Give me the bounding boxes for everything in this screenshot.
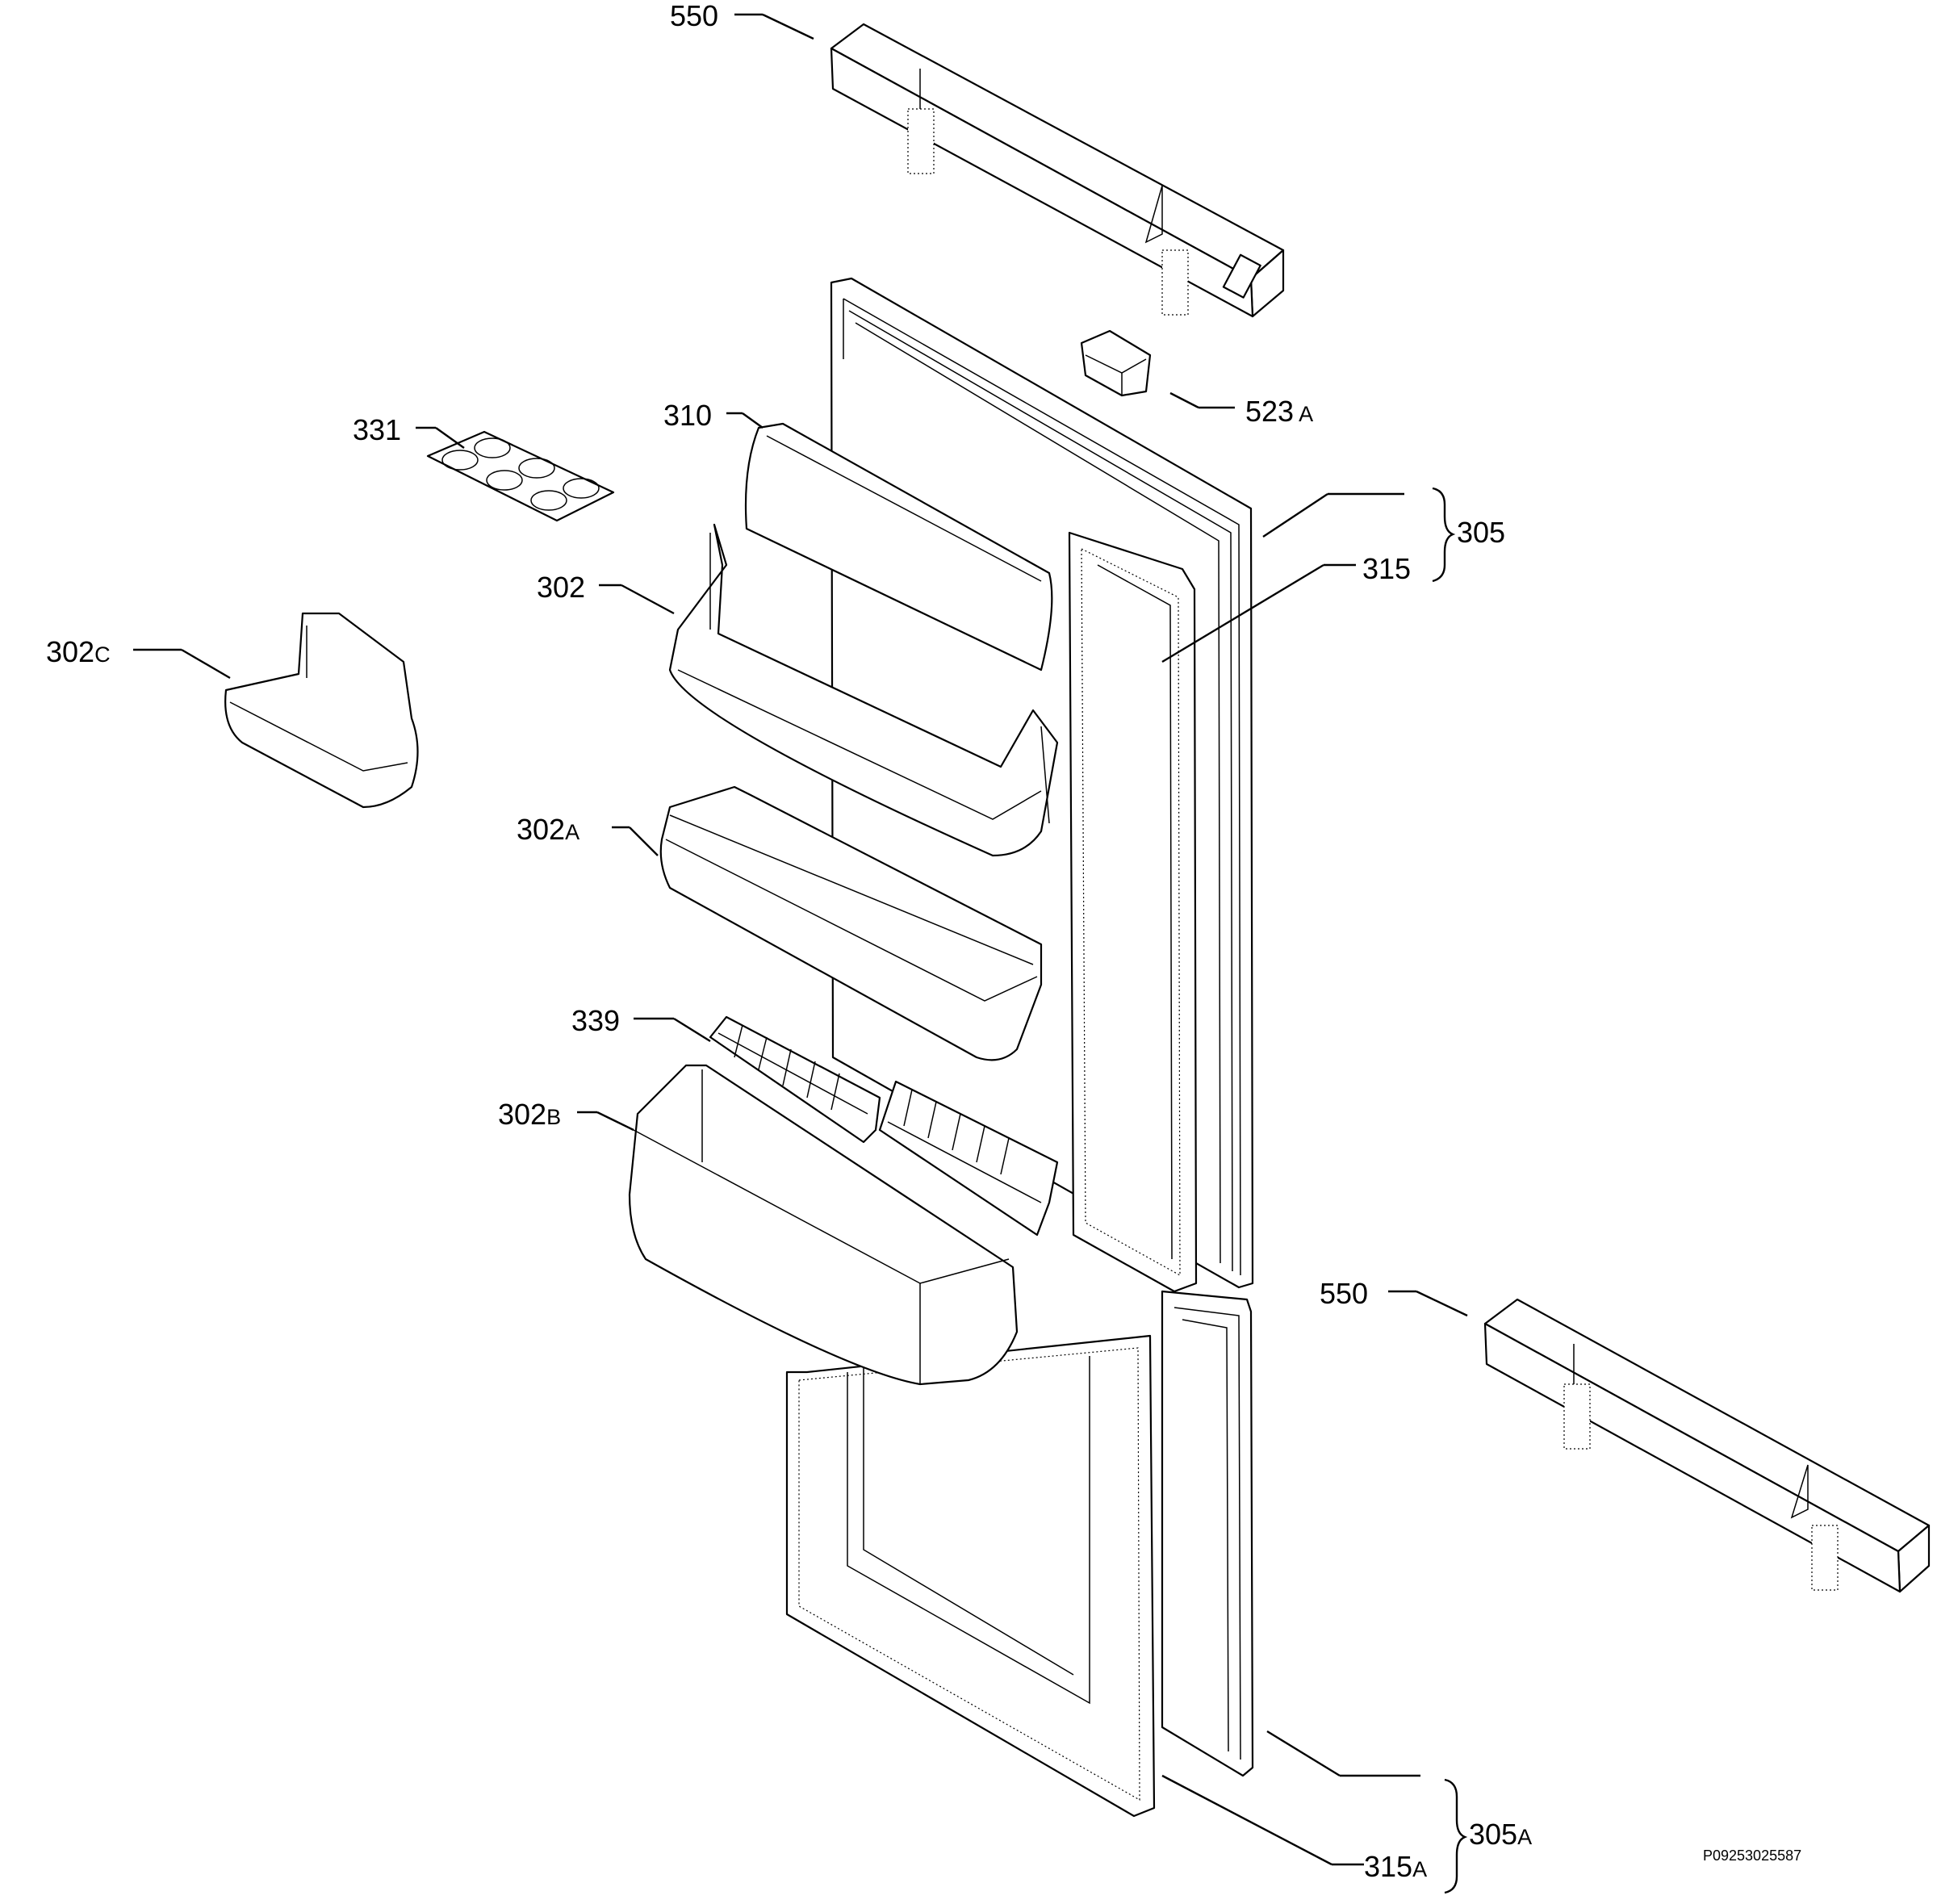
label-339: 339	[571, 1004, 620, 1037]
part-523a-cap	[1080, 329, 1152, 397]
part-550-bottom-handle	[1483, 1298, 1931, 1593]
label-550-top: 550	[670, 0, 718, 32]
leader-lines	[133, 13, 1468, 1866]
label-302b: 302B	[498, 1098, 561, 1131]
part-305a-lower-door	[1161, 1290, 1254, 1777]
drawing-code: P09253025587	[1703, 1848, 1801, 1864]
label-302c: 302C	[46, 635, 111, 668]
label-310: 310	[663, 399, 712, 432]
part-302-door-shelf	[668, 523, 1059, 857]
part-302b-door-shelf	[628, 1064, 1019, 1386]
part-315-upper-gasket	[1068, 531, 1198, 1293]
part-550-top-handle	[830, 23, 1285, 318]
brace-305a	[1444, 1778, 1468, 1894]
label-315a: 315A	[1364, 1850, 1427, 1883]
brace-305	[1432, 487, 1456, 583]
label-550-bottom: 550	[1320, 1277, 1368, 1310]
part-310-lid	[744, 422, 1053, 672]
part-339-bottle-divider-right	[878, 1080, 1059, 1237]
part-315a-lower-gasket	[785, 1334, 1156, 1818]
part-331-egg-tray	[426, 430, 615, 522]
label-302a: 302A	[517, 813, 579, 846]
label-305: 305	[1457, 516, 1505, 549]
label-315: 315	[1362, 552, 1411, 585]
part-302a-door-shelf	[659, 785, 1043, 1061]
label-302: 302	[537, 571, 585, 604]
part-339-bottle-divider-left	[709, 1015, 881, 1144]
part-302c-small-shelf	[224, 612, 419, 809]
label-305a: 305A	[1469, 1818, 1532, 1851]
label-331: 331	[353, 413, 401, 446]
